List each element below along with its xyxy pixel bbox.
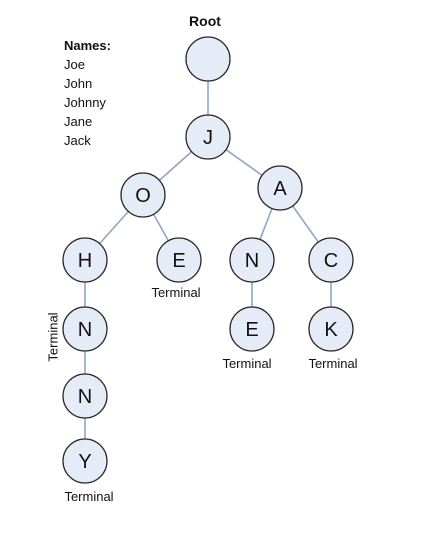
root-label: Root [189,13,221,29]
terminal-label-k: Terminal [308,356,357,371]
node-letter-j: J [203,127,213,149]
node-circle-k [308,306,354,352]
node-y: Y [62,438,108,484]
node-letter-y: Y [78,451,91,473]
node-letter-n1: N [245,250,259,272]
name-item-john: John [64,76,92,91]
names-legend: Names: Joe John Johnny Jane Jack [64,38,111,148]
node-letter-o: O [135,185,151,207]
terminal-label-e2: Terminal [222,356,271,371]
node-h: H [62,237,108,283]
node-k: K [308,306,354,352]
node-circle-e1 [156,237,202,283]
node-circle-e2 [229,306,275,352]
node-letter-n2: N [78,319,92,341]
node-circle-c [308,237,354,283]
names-title: Names: [64,38,111,53]
node-letter-n3: N [78,386,92,408]
node-circle-h [62,237,108,283]
terminal-label-n2: Terminal [45,312,60,361]
node-e1: E [156,237,202,283]
node-a: A [257,165,303,211]
node-circle-n3 [62,373,108,419]
node-letter-e1: E [172,250,185,272]
node-letter-a: A [273,178,287,200]
node-letter-e2: E [245,319,258,341]
node-n1: N [229,237,275,283]
node-letter-k: K [324,319,338,341]
node-circle-a [257,165,303,211]
node-o: O [120,172,166,218]
node-n3: N [62,373,108,419]
node-root [185,36,231,82]
node-letter-h: H [78,250,92,272]
node-n2: N [62,306,108,352]
node-circle-j [185,114,231,160]
node-c: C [308,237,354,283]
node-circle-o [120,172,166,218]
name-item-johnny: Johnny [64,95,106,110]
node-letter-c: C [324,250,338,272]
name-item-jane: Jane [64,114,92,129]
terminal-label-y: Terminal [64,489,113,504]
node-e2: E [229,306,275,352]
node-j: J [185,114,231,160]
node-circle-y [62,438,108,484]
node-circle-root [185,36,231,82]
nodes-layer: J O A H E N C N E K N Y [62,36,354,484]
name-item-jack: Jack [64,133,91,148]
terminal-label-e1: Terminal [151,285,200,300]
node-circle-n1 [229,237,275,283]
node-circle-n2 [62,306,108,352]
name-item-joe: Joe [64,57,85,72]
